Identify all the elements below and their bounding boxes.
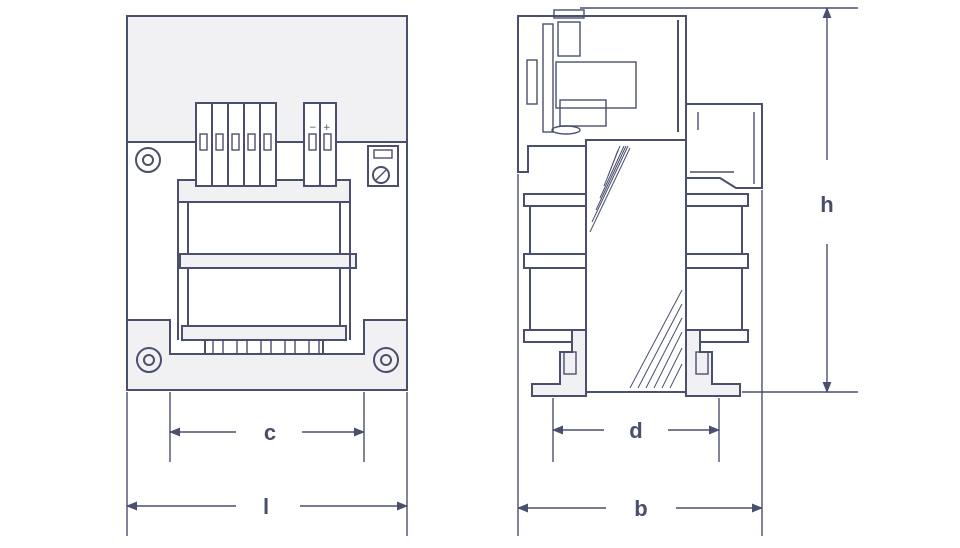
plus-sign: + <box>323 123 331 133</box>
front-view: − + c <box>125 15 409 536</box>
side-terminal-screw <box>551 125 581 135</box>
side-left-base-bracket <box>531 329 587 397</box>
side-right-flange-top <box>685 193 749 207</box>
dimension-d-label: d <box>629 418 642 443</box>
dimension-b: b <box>516 174 764 536</box>
side-left-slot <box>563 351 577 375</box>
side-terminal-body <box>555 61 637 109</box>
side-right-flange-mid <box>685 253 749 269</box>
minus-sign: − <box>309 123 317 133</box>
dimension-l: l <box>125 392 409 536</box>
secondary-terminal-block: − + <box>303 102 337 187</box>
earth-terminal-icon <box>367 145 399 187</box>
bobbin-middle-flange <box>179 253 357 269</box>
side-terminal-upper <box>557 21 581 57</box>
dimension-c: c <box>168 392 366 462</box>
primary-terminal-block <box>195 102 277 187</box>
side-left-winding-upper <box>529 205 587 255</box>
side-earth-screw-top <box>553 9 585 19</box>
side-right-winding-lower <box>685 267 743 331</box>
side-right-winding-upper <box>685 205 743 255</box>
side-view: h d b <box>516 6 858 536</box>
bottom-right-mount-hole-icon <box>373 347 399 373</box>
dimension-b-label: b <box>634 496 647 521</box>
side-left-flange-top <box>523 193 587 207</box>
bobbin-feet <box>204 339 324 355</box>
dimension-d: d <box>551 398 721 462</box>
side-right-base-bracket <box>685 329 741 397</box>
side-terminal-rail <box>542 23 554 133</box>
side-lamination-core <box>585 139 687 393</box>
side-terminal-lower <box>559 99 607 127</box>
bottom-left-mount-hole-icon <box>136 347 162 373</box>
dimension-c-label: c <box>264 420 276 445</box>
bobbin-bottom-flange <box>181 325 347 341</box>
dimension-h-label: h <box>820 192 833 217</box>
side-terminal-tab <box>526 59 538 105</box>
side-left-winding-lower <box>529 267 587 331</box>
top-left-mount-hole-icon <box>135 147 161 173</box>
side-right-slot <box>695 351 709 375</box>
core-hatching <box>589 145 683 389</box>
dimension-l-label: l <box>263 494 269 519</box>
side-left-flange-mid <box>523 253 587 269</box>
